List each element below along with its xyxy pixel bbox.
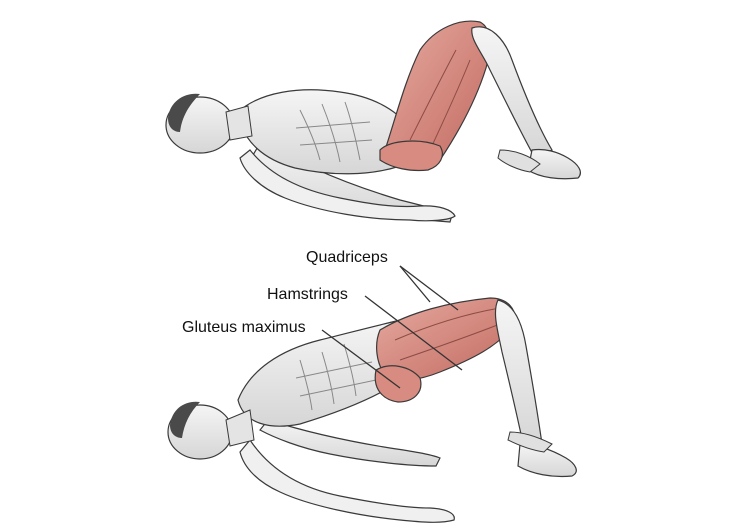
bridge-position-figure	[167, 297, 577, 523]
bridge-back-foot	[507, 431, 553, 453]
bridge-front-arm	[239, 438, 455, 523]
bridge-neck	[225, 409, 255, 447]
start-neck	[225, 105, 253, 141]
start-position-figure	[165, 20, 581, 223]
quadriceps-label: Quadriceps	[306, 249, 388, 266]
bridge-quad-lines	[394, 307, 506, 361]
start-shin	[471, 26, 553, 159]
start-quad-lines	[409, 49, 471, 151]
start-foot	[527, 148, 581, 180]
hamstrings-leader	[364, 295, 463, 371]
bridge-back-arm	[259, 419, 441, 467]
bridge-hair	[170, 401, 200, 438]
bridge-abs	[295, 343, 377, 411]
start-hair	[168, 93, 200, 132]
quadriceps-leader-1	[399, 265, 431, 303]
bridge-shin	[494, 299, 543, 449]
start-abs	[295, 101, 373, 163]
hamstrings-label: Hamstrings	[267, 286, 348, 303]
leader-lines	[321, 265, 463, 389]
quadriceps-leader-2	[399, 265, 459, 311]
bridge-glute	[374, 365, 422, 403]
gluteus-leader	[321, 329, 401, 389]
start-front-arm	[239, 149, 456, 222]
start-glute	[379, 140, 443, 172]
gluteus-maximus-label: Gluteus maximus	[182, 319, 306, 336]
start-back-foot	[497, 149, 541, 173]
